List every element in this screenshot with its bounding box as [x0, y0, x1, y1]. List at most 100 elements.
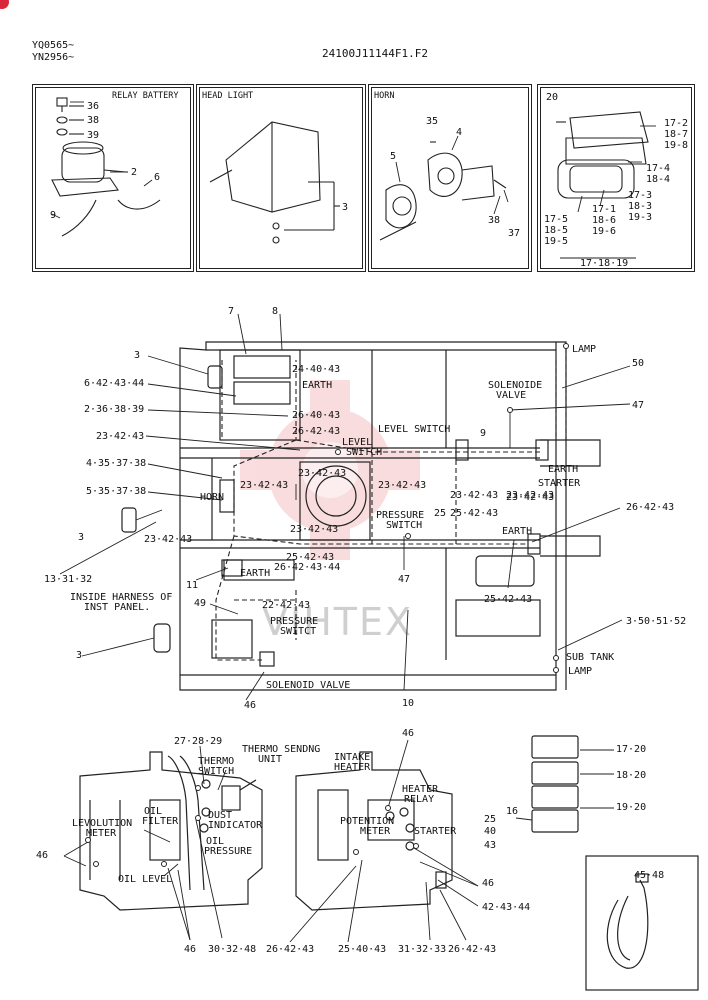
label-17-3: 17-3: [628, 190, 653, 201]
stack-19-20: 19·20: [616, 802, 647, 813]
label-17-4: 17-4: [646, 163, 671, 174]
inner-23-42-43-c: 23·42·43: [378, 480, 427, 491]
eng-l-dust: DUST: [208, 810, 233, 821]
eng-r-relay: RELAY: [404, 794, 435, 805]
eng-r-heater-2: HEATER: [402, 784, 439, 795]
inner-24-40-43: 24·40·43: [292, 364, 341, 375]
inner-23-42-43-d: 23·42·43: [450, 490, 499, 501]
label-19-5: 19-5: [544, 236, 569, 247]
label-5: 5: [390, 151, 397, 162]
label-36: 36: [87, 101, 100, 112]
inner-9: 9: [480, 428, 487, 439]
inner-25-42-43-a: 25·42·43: [450, 508, 499, 519]
serial-line-2: YN2956~: [32, 52, 75, 63]
right-23-42-43: 23·42·43: [506, 492, 555, 503]
main-label-4-35-37-38: 4·35·37·38: [86, 458, 147, 469]
label-17-18-19: 17·18·19: [580, 258, 629, 269]
eng-l-filter: FILTER: [142, 816, 179, 827]
inside-harness-line-1: INSIDE HARNESS OF: [70, 592, 173, 603]
stack-16: 16: [506, 806, 519, 817]
eng-r-26-42-43-a: 26·42·43: [266, 944, 315, 955]
main-label-23-42-43-a: 23·42·43: [96, 431, 145, 442]
right-lamp-bottom: LAMP: [568, 666, 593, 677]
inner-26-42-43-44: 26·42·43·44: [274, 562, 341, 573]
document-id: 24100J11144F1.F2: [322, 47, 428, 60]
label-19-6: 19-6: [592, 226, 617, 237]
eng-l-thermo-sendng: THERMO SENDNG: [242, 744, 321, 755]
eng-l-thermo: THERMO: [198, 756, 235, 767]
eng-r-25: 25: [484, 814, 497, 825]
inner-26-42-43: 26·42·43: [292, 426, 341, 437]
eng-l-indicator: INDICATOR: [208, 820, 263, 831]
eng-l-30-32-48: 30·32·48: [208, 944, 257, 955]
inner-46: 46: [244, 700, 257, 711]
stack-17-20: 17·20: [616, 744, 647, 755]
eng-r-starter: STARTER: [414, 826, 457, 837]
main-label-11: 11: [186, 580, 199, 591]
label-37: 37: [508, 228, 521, 239]
inner-pressure-2: PRESSURE: [270, 616, 319, 627]
lamp-panel: [537, 84, 695, 272]
right-earth-2: EARTH: [502, 526, 533, 537]
stack-18-20: 18·20: [616, 770, 647, 781]
right-47: 47: [632, 400, 645, 411]
label-17-2: 17-2: [664, 118, 689, 129]
label-18-5: 18-5: [544, 225, 569, 236]
right-sub-tank: SUB TANK: [566, 652, 615, 663]
main-label-8: 8: [272, 306, 279, 317]
right-valve: VALVE: [496, 390, 527, 401]
label-19-3: 19-3: [628, 212, 653, 223]
inner-earth-1: EARTH: [302, 380, 333, 391]
inner-23-42-43-a: 23·42·43: [298, 468, 347, 479]
inner-23-42-43-e: 23·42·43: [290, 524, 339, 535]
right-lamp-top: LAMP: [572, 344, 597, 355]
label-38: 38: [87, 115, 100, 126]
main-label-49: 49: [194, 598, 207, 609]
main-label-3-bottom: 3: [76, 650, 83, 661]
label-20: 20: [546, 92, 559, 103]
label-19-8: 19-8: [664, 140, 689, 151]
inner-25-42-43-b: 25·42·43: [286, 552, 335, 563]
label-2: 2: [131, 167, 138, 178]
inner-10: 10: [402, 698, 415, 709]
eng-l-27-28-29: 27·28·29: [174, 736, 223, 747]
main-label-3-top: 3: [134, 350, 141, 361]
eng-l-pressure: PRESSURE: [204, 846, 253, 857]
horn-panel: [368, 84, 532, 272]
eng-l-46-a: 46: [36, 850, 49, 861]
label-17-1: 17-1: [592, 204, 617, 215]
inner-earth-2: EARTH: [240, 568, 271, 579]
label-4: 4: [456, 127, 463, 138]
inner-level-switch: LEVEL SWITCH: [378, 424, 451, 435]
inner-26-40-43: 26·40·43: [292, 410, 341, 421]
label-3-headlight: 3: [342, 202, 349, 213]
horn-title: HORN: [374, 91, 395, 101]
right-starter: STARTER: [538, 478, 581, 489]
inner-22-42-43: 22·42·43: [262, 600, 311, 611]
eng-r-31-32-33: 31·32·33: [398, 944, 447, 955]
watermark-text: VIHTEX: [262, 600, 414, 644]
main-label-6-42-43-44: 6·42·43·44: [84, 378, 145, 389]
right-25-42-43: 25·42·43: [484, 594, 533, 605]
main-label-3-mid: 3: [78, 532, 85, 543]
right-50: 50: [632, 358, 645, 369]
label-9: 9: [50, 210, 57, 221]
eng-r-43: 43: [484, 840, 497, 851]
eng-r-potention: POTENTION: [340, 816, 395, 827]
main-label-2-36-38-39: 2·36·38·39: [84, 404, 145, 415]
right-3-50-51-52: 3·50·51·52: [626, 616, 687, 627]
inner-23-42-43-b: 23·42·43: [240, 480, 289, 491]
relay-battery-panel: [32, 84, 194, 272]
eng-r-26-42-43-b: 26·42·43: [448, 944, 497, 955]
label-18-3: 18-3: [628, 201, 653, 212]
main-label-23-42-43-b: 23·42·43: [144, 534, 193, 545]
relay-battery-title: RELAY BATTERY: [112, 91, 179, 101]
main-label-7: 7: [228, 306, 235, 317]
inner-level: LEVEL: [342, 437, 373, 448]
label-38-horn: 38: [488, 215, 501, 226]
inner-47: 47: [398, 574, 411, 585]
eng-l-unit: UNIT: [258, 754, 283, 765]
head-light-panel: [196, 84, 366, 272]
eng-r-meter: METER: [360, 826, 391, 837]
